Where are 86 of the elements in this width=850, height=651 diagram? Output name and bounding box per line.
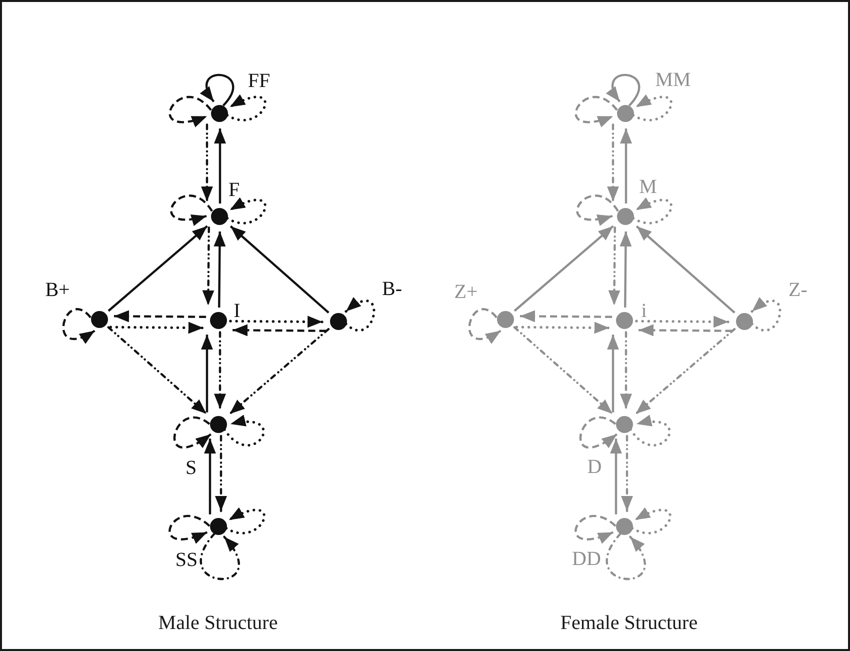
node-label: Z- <box>788 280 808 300</box>
arrow <box>229 316 324 328</box>
arrow <box>607 124 619 202</box>
loop-arrow <box>344 298 376 332</box>
arrow <box>204 438 216 514</box>
loop-arrow <box>226 94 266 122</box>
node-dot <box>496 310 514 328</box>
node-label: FF <box>248 70 270 90</box>
node-dot <box>90 310 108 328</box>
node-label: B+ <box>45 280 70 300</box>
loop-arrow <box>62 308 96 344</box>
node-label: I <box>234 300 240 320</box>
structure-caption: Male Structure <box>158 613 278 633</box>
loop-arrow <box>630 508 672 534</box>
node-dot <box>616 208 634 224</box>
loop-arrow <box>200 532 240 580</box>
node-label: i <box>641 301 647 321</box>
arrow <box>108 225 208 312</box>
loop-arrow <box>576 194 619 226</box>
loop-arrow <box>574 96 618 126</box>
arrow <box>514 225 614 312</box>
loop-arrow <box>632 94 672 122</box>
node-label: Z+ <box>454 282 478 302</box>
arrow <box>513 326 614 415</box>
loop-arrow <box>606 74 640 106</box>
loop-arrow <box>170 194 213 226</box>
loop-arrow <box>168 515 210 544</box>
node-label: DD <box>572 548 601 568</box>
node-dot <box>616 416 632 432</box>
node-dot <box>210 104 228 122</box>
node-dot <box>210 518 226 534</box>
node-label: F <box>228 180 240 200</box>
loop-arrow <box>580 416 618 448</box>
node-dot <box>616 312 632 328</box>
loop-arrow <box>224 508 266 534</box>
arrow <box>201 334 213 412</box>
loop-arrow <box>468 308 502 344</box>
node-dot <box>210 208 228 224</box>
loop-arrow <box>200 74 234 106</box>
arrow <box>232 324 326 336</box>
node-label: M <box>639 176 657 196</box>
loop-arrow <box>223 416 265 447</box>
loop-arrow <box>174 416 212 448</box>
loop-arrow <box>750 298 782 332</box>
node-dot <box>330 312 346 330</box>
arrow <box>215 434 227 512</box>
arrow <box>520 310 612 322</box>
arrow <box>228 328 330 415</box>
arrow <box>634 328 736 415</box>
node-label: S <box>185 458 197 478</box>
arrow <box>515 322 611 334</box>
arrow <box>620 231 632 308</box>
arrow <box>621 434 633 512</box>
arrow <box>607 334 619 412</box>
arrow <box>214 128 226 204</box>
arrow <box>201 124 213 202</box>
node-dot <box>616 104 634 122</box>
arrow <box>109 322 205 334</box>
node-label: SS <box>175 550 198 570</box>
structure-caption: Female Structure <box>560 613 698 633</box>
arrow <box>608 226 620 306</box>
node-dot <box>616 518 632 534</box>
arrow <box>230 225 330 314</box>
loop-arrow <box>168 96 212 126</box>
loop-arrow <box>632 198 672 224</box>
arrow <box>636 225 736 314</box>
arrow <box>610 438 622 514</box>
node-label: B- <box>382 279 402 299</box>
arrow <box>620 128 632 204</box>
arrow <box>638 324 732 336</box>
loop-arrow <box>606 532 646 580</box>
arrow <box>202 226 214 306</box>
node-label: MM <box>655 70 691 90</box>
arrow <box>214 331 226 410</box>
loop-arrow <box>226 198 266 224</box>
arrow <box>214 231 226 308</box>
loop-arrow <box>629 416 671 447</box>
arrow <box>620 331 632 410</box>
arrow <box>635 316 730 328</box>
node-dot <box>210 416 226 432</box>
node-label: D <box>587 456 602 476</box>
node-dot <box>736 312 752 330</box>
arrow <box>107 326 208 415</box>
arrow <box>114 310 206 322</box>
node-dot <box>210 312 226 328</box>
loop-arrow <box>574 515 616 544</box>
